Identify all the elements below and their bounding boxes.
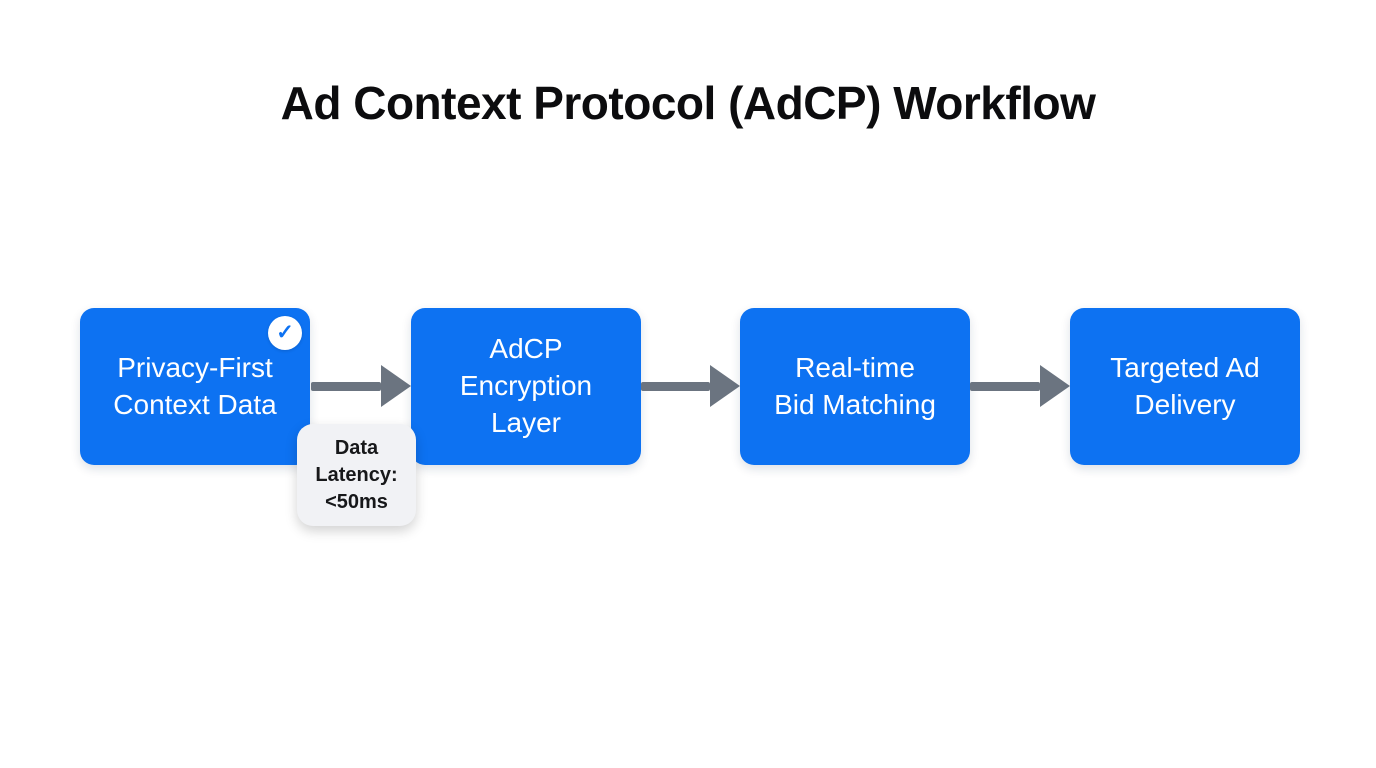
arrow-head-icon xyxy=(381,365,411,407)
arrow-shaft xyxy=(311,381,381,391)
node-label: AdCP Encryption Layer xyxy=(459,333,593,438)
tooltip-text: Data Latency: <50ms xyxy=(315,436,398,513)
flow-arrow-2 xyxy=(641,364,740,408)
node-label: Real-time Bid Matching xyxy=(774,351,936,420)
flow-arrow-1 xyxy=(311,364,411,408)
node-targeted-ad-delivery: Targeted Ad Delivery xyxy=(1070,308,1300,465)
flow-arrow-3 xyxy=(970,364,1070,408)
verified-badge: ✓ xyxy=(268,316,302,350)
data-latency-tooltip: Data Latency: <50ms xyxy=(297,424,416,526)
arrow-head-icon xyxy=(1040,365,1070,407)
page-title: Ad Context Protocol (AdCP) Workflow xyxy=(280,77,1096,129)
arrow-shaft xyxy=(970,381,1040,391)
node-adcp-encryption-layer: AdCP Encryption Layer xyxy=(411,308,641,465)
node-label: Privacy-First Context Data xyxy=(113,351,277,420)
arrow-head-icon xyxy=(710,365,740,407)
check-icon: ✓ xyxy=(276,320,294,344)
node-real-time-bid-matching: Real-time Bid Matching xyxy=(740,308,970,465)
arrow-shaft xyxy=(641,381,710,391)
node-label: Targeted Ad Delivery xyxy=(1110,351,1260,420)
